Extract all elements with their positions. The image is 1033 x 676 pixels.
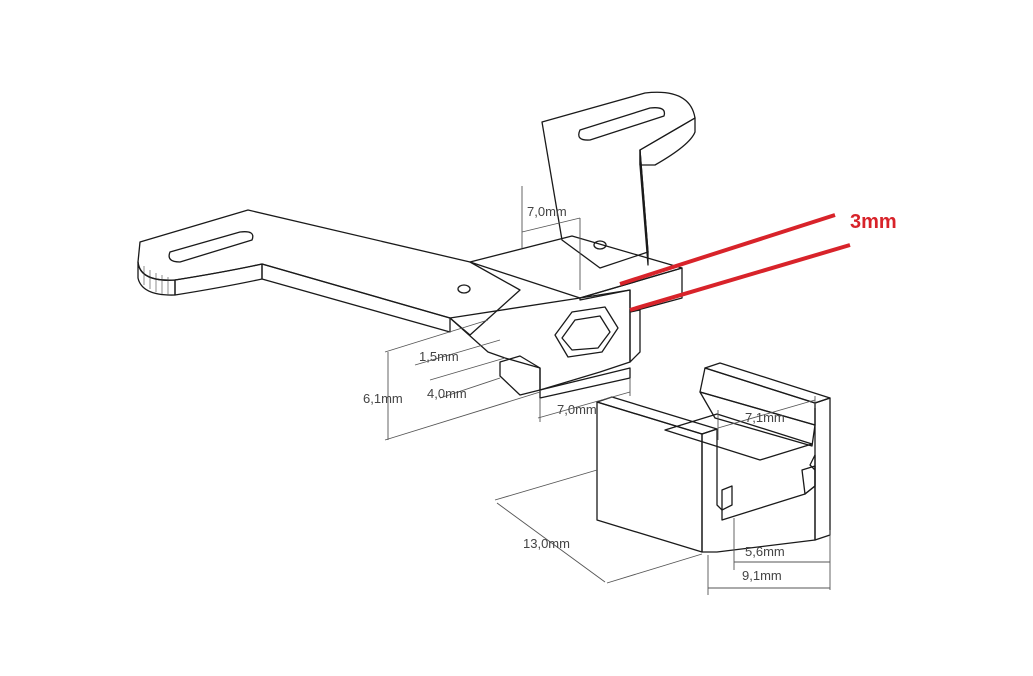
dim-rail-inner-top: 7,1mm [745,410,785,425]
center-block-top-face [469,235,683,299]
left-arm-end-face [137,261,176,296]
left-mount-hole-icon [457,284,471,294]
hex-hole-inner [561,315,611,351]
dim-rail-inner-width: 5,6mm [745,544,785,559]
dim-bottom-width: 7,0mm [557,402,597,417]
dim-rail-outer-width: 9,1mm [742,568,782,583]
left-arm-end-hatch [143,266,169,295]
vertical-arm-end-face [639,117,696,166]
bottom-foot-face [539,367,631,399]
vertical-arm-side-face [639,149,649,266]
vertical-arm-top-face [541,91,696,269]
center-block-front-face [449,289,631,391]
rail-channel-part [596,362,831,553]
dim-slot-depth: 4,0mm [427,386,467,401]
right-slot-hole [578,107,666,141]
dim-flange-thickness: 1,5mm [419,349,459,364]
callout-lines [619,213,851,312]
left-arm-front-face [174,263,263,296]
callout-label: 3mm [850,211,897,233]
dim-top-block-width: 7,0mm [527,204,567,219]
rail-end-notch-right [801,465,816,495]
callout-line-bottom [629,243,851,312]
center-block-right-face [579,267,683,313]
hex-hole-icon [554,306,619,358]
left-slot-hole [168,231,254,263]
rail-right-wall-inner-lower [699,391,816,447]
rail-end-notch [721,485,733,511]
block-rail-right-face [629,309,641,363]
rail-left-wall-outer [596,401,703,553]
mount-bracket-part [137,91,696,399]
dim-total-height: 6,1mm [363,391,403,406]
rail-right-wall-top [704,362,831,404]
rail-floor-face [664,413,813,461]
dim-rail-length: 13,0mm [523,536,570,551]
right-mount-hole-icon [593,240,607,250]
rail-right-end-face [814,397,831,541]
left-arm-underside-face [261,263,451,333]
dimension-lines [384,186,831,595]
rail-left-wall-top [596,396,718,435]
callout-line-top [619,213,836,286]
